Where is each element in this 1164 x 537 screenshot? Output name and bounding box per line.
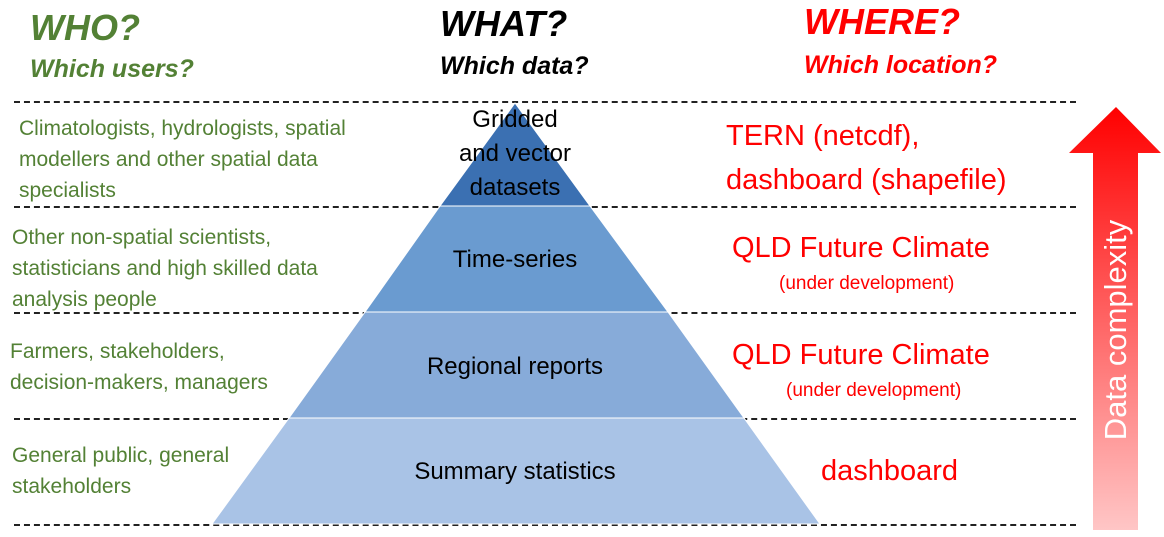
- users-tier-summary: General public, general stakeholders: [12, 440, 229, 502]
- what-title: WHAT?: [440, 3, 568, 44]
- users-line: decision-makers, managers: [10, 371, 268, 394]
- where-note-regional: (under development): [786, 380, 962, 401]
- users-line: analysis people: [12, 288, 157, 311]
- data-complexity-arrow: [1069, 107, 1161, 530]
- where-tier-summary: dashboard: [821, 453, 958, 489]
- where-title: WHERE?: [804, 1, 960, 42]
- tier-divider: [14, 524, 1076, 526]
- users-line: Other non-spatial scientists,: [12, 226, 272, 249]
- tier-divider: [14, 101, 1076, 103]
- pyramid-tier-summary: [211, 417, 821, 525]
- who-title: WHO?: [30, 7, 140, 48]
- tier-label-summary: Summary statistics: [365, 455, 665, 489]
- users-tier-regional: Farmers, stakeholders, decision-makers, …: [10, 336, 268, 398]
- users-line: Farmers, stakeholders,: [10, 340, 225, 363]
- where-subtitle: Which location?: [804, 51, 998, 79]
- where-line: TERN (netcdf),: [726, 120, 920, 152]
- users-line: modellers and other spatial data: [19, 148, 318, 171]
- users-line: stakeholders: [12, 475, 132, 498]
- tier-label-gridded: Gridded and vector datasets: [425, 103, 605, 205]
- data-complexity-label: Data complexity: [1098, 219, 1133, 441]
- tier-label-timeseries: Time-series: [365, 243, 665, 277]
- users-line: specialists: [19, 179, 116, 202]
- who-subtitle: Which users?: [30, 55, 194, 83]
- users-tier-timeseries: Other non-spatial scientists, statistici…: [12, 222, 318, 315]
- tier-label-line: datasets: [469, 174, 561, 201]
- where-tier-regional: QLD Future Climate: [732, 337, 990, 373]
- users-line: Climatologists, hydrologists, spatial: [19, 117, 346, 140]
- tier-label-line: Time-series: [452, 246, 578, 273]
- where-line: dashboard: [821, 455, 959, 487]
- tier-label-line: and vector: [458, 140, 572, 167]
- where-tier-timeseries: QLD Future Climate: [732, 230, 990, 266]
- tier-label-regional: Regional reports: [365, 350, 665, 384]
- what-subtitle: Which data?: [440, 52, 589, 80]
- tier-label-line: Gridded: [472, 106, 558, 133]
- tier-label-line: Regional reports: [426, 353, 604, 380]
- users-tier-gridded: Climatologists, hydrologists, spatial mo…: [19, 113, 346, 206]
- where-tier-gridded: TERN (netcdf), dashboard (shapefile): [726, 118, 1007, 198]
- users-line: statisticians and high skilled data: [12, 257, 318, 280]
- where-line: QLD Future Climate: [732, 339, 990, 371]
- where-line: dashboard (shapefile): [726, 164, 1007, 196]
- where-note-timeseries: (under development): [779, 273, 955, 294]
- where-line: QLD Future Climate: [732, 232, 990, 264]
- tier-label-line: Summary statistics: [414, 458, 616, 485]
- users-line: General public, general: [12, 444, 230, 467]
